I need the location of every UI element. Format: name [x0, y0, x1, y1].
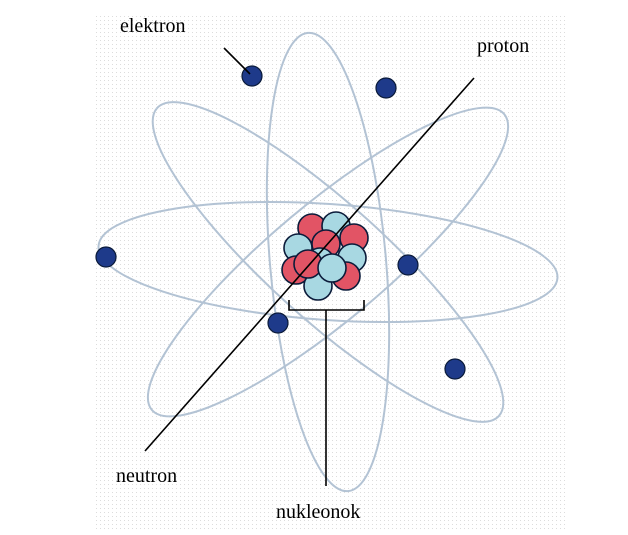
leader-lines	[144, 47, 475, 486]
electron	[397, 254, 419, 276]
nucleus	[281, 211, 369, 301]
orbit-tilted-left	[146, 106, 510, 418]
orbit-horizontal	[97, 200, 559, 324]
neutron	[317, 253, 347, 283]
label-neutron: neutron	[116, 465, 177, 487]
electron	[444, 358, 466, 380]
electron	[375, 77, 397, 99]
label-electron: elektron	[120, 15, 186, 37]
electron-leader-line	[223, 47, 251, 75]
label-nucleons: nukleonok	[276, 501, 360, 523]
label-proton: proton	[477, 35, 529, 57]
electron	[95, 246, 117, 268]
orbit-vertical	[265, 31, 391, 493]
electron	[267, 312, 289, 334]
proton-neutron-leader-line	[144, 77, 475, 452]
